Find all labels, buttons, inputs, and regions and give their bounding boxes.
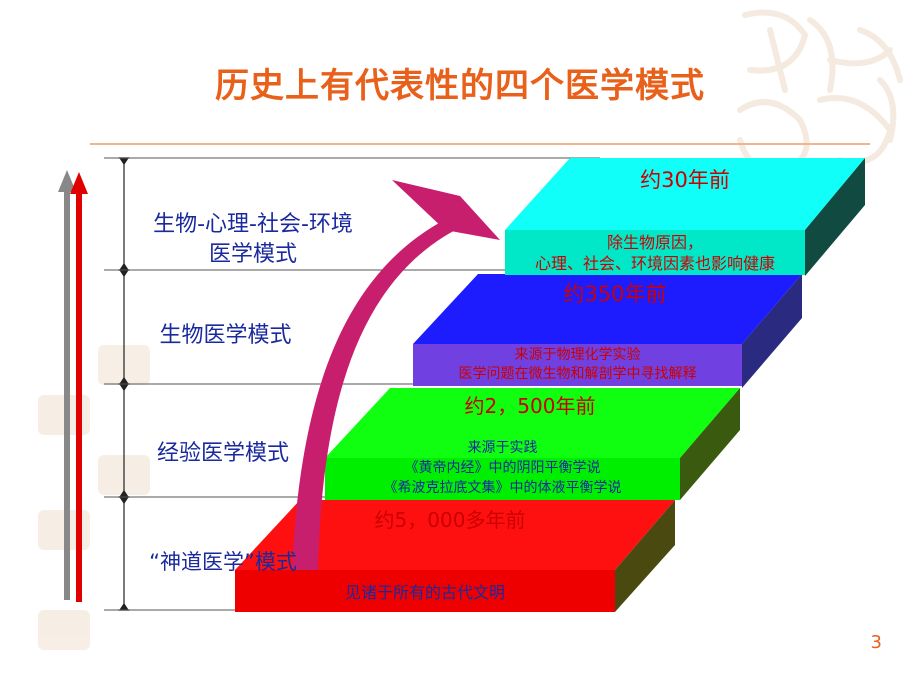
page-number: 3 xyxy=(870,632,882,653)
block-shenqi xyxy=(235,500,675,612)
model-label-3: 经验医学模式 xyxy=(156,441,289,466)
block-jingyan xyxy=(325,388,740,500)
era-label-3: 约2，500年前 xyxy=(464,394,596,418)
block-shengwu xyxy=(413,274,802,388)
desc-block-2: 来源于物理化学实验 医学问题在微生物和解剖学中寻找解释 xyxy=(458,347,697,382)
model-label-1: 生物-心理-社会-环境 医学模式 xyxy=(153,212,353,267)
block-shengwu-xinli xyxy=(505,158,865,276)
era-label-1: 约30年前 xyxy=(640,168,730,192)
era-label-2: 约350年前 xyxy=(563,282,667,306)
title-divider xyxy=(90,143,870,145)
slide-title: 历史上有代表性的四个医学模式 xyxy=(215,66,705,106)
curved-arrow-icon xyxy=(292,180,500,570)
model-label-2: 生物医学模式 xyxy=(159,323,292,348)
desc-block-1: 除生物原因， 心理、社会、环境因素也影响健康 xyxy=(534,233,775,273)
model-label-4: “神道医学”模式 xyxy=(149,550,297,574)
desc-block-4: 见诸于所有的古代文明 xyxy=(344,583,505,602)
desc-block-3: 来源于实践 《黄帝内经》中的阴阳平衡学说 《希波克拉底文集》中的体液平衡学说 xyxy=(383,440,622,496)
level-lines xyxy=(104,157,600,611)
red-up-arrow-icon xyxy=(58,170,88,602)
era-label-4: 约5，000多年前 xyxy=(374,508,526,532)
